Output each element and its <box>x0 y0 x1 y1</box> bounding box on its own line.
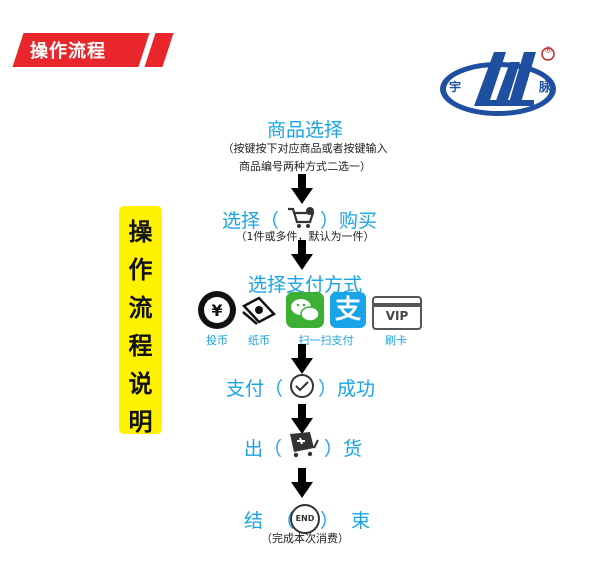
side-label-char: 明 <box>128 408 153 436</box>
step-select-product-note-1: （按键按下对应商品或者按键输入 <box>222 142 388 155</box>
side-label-char: 程 <box>128 332 153 360</box>
brand-logo: 宇 脉 ® <box>436 42 566 122</box>
header-banner-stripe <box>144 33 174 67</box>
step-select-product-note-2: 商品编号两种方式二选一） <box>239 160 371 173</box>
pay-method-label: 纸币 <box>248 334 270 347</box>
step-select-product-title: 商品选择 <box>266 119 343 141</box>
svg-text:¥: ¥ <box>211 301 222 320</box>
logo-right-char: 脉 <box>539 80 552 94</box>
step-pay-success-left: 支付（ <box>226 378 284 400</box>
side-label-char: 作 <box>128 256 153 284</box>
step-dispense-right: ）货 <box>324 438 363 460</box>
side-label-box: 操 作 流 程 说 明 <box>119 206 162 436</box>
step-select-buy-left: 选择（ <box>222 210 280 232</box>
end-icon: END <box>290 504 320 534</box>
header-title: 操作流程 <box>30 41 106 62</box>
step-select-buy-note: （1件或多件，默认为一件） <box>235 230 375 243</box>
step-dispense-left: 出（ <box>244 438 283 460</box>
step-finish-left: 结 （ <box>244 510 295 532</box>
cart-icon <box>288 207 315 228</box>
registered-mark: ® <box>544 46 553 56</box>
pay-method-label: 刷卡 <box>385 334 407 347</box>
step-finish-right: ） 束 <box>320 510 371 532</box>
down-arrow-icon <box>291 174 313 204</box>
step-finish-note: （完成本次消费） <box>261 532 349 545</box>
alipay-icon: 支 <box>330 292 366 328</box>
step-select-buy-right: ）购买 <box>320 210 378 232</box>
pay-method-label: 扫一扫支付 <box>298 334 354 347</box>
check-icon <box>290 374 314 398</box>
vip-card-text: VIP <box>385 309 409 323</box>
banknote-icon <box>241 296 277 325</box>
vip-card-icon: VIP <box>372 296 422 330</box>
down-arrow-icon <box>291 468 313 498</box>
side-label-char: 流 <box>128 294 153 322</box>
down-arrow-icon <box>291 344 313 374</box>
step-pay-method-title: 选择支付方式 <box>247 274 362 296</box>
logo-icon <box>440 47 556 116</box>
step-pay-success-right: ）成功 <box>318 378 376 400</box>
down-arrow-icon <box>291 404 313 434</box>
side-label-char: 操 <box>128 218 153 246</box>
coin-icon: ¥ <box>198 291 236 329</box>
wechat-icon <box>286 292 324 328</box>
side-label-char: 说 <box>128 370 153 398</box>
pay-method-label: 投币 <box>206 334 228 347</box>
logo-left-char: 宇 <box>449 80 462 94</box>
delivery-cart-icon <box>290 432 319 458</box>
down-arrow-icon <box>291 240 313 270</box>
